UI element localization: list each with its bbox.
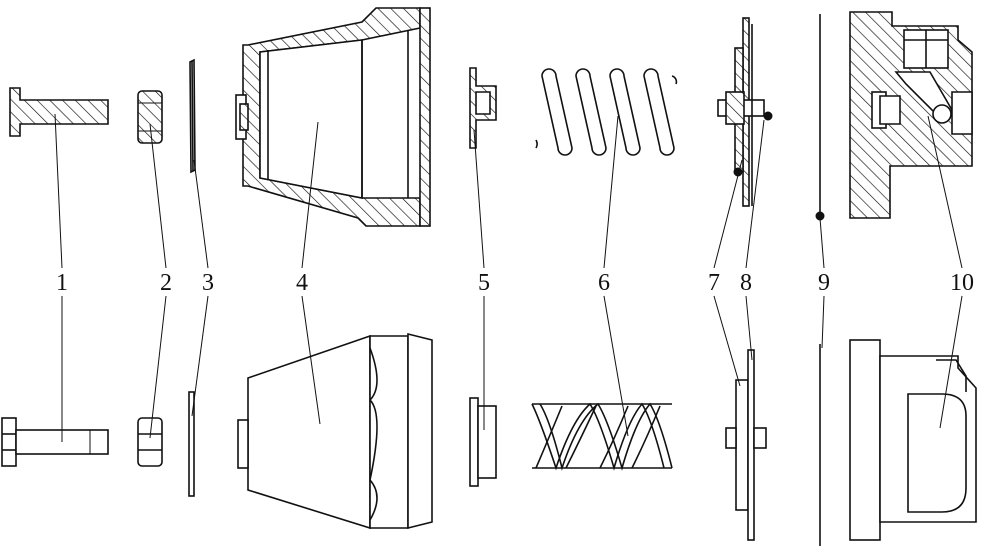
label-4: 4 xyxy=(296,270,308,296)
part-5-retainer-exterior xyxy=(469,397,497,487)
part-7-8-plate-exterior xyxy=(725,349,767,541)
label-5: 5 xyxy=(478,270,490,296)
part-6-spring-section xyxy=(535,68,678,156)
leader-lines xyxy=(54,113,963,442)
part-2-nut-exterior xyxy=(137,417,163,467)
part-9-gasket-section xyxy=(815,14,825,221)
part-4-housing-section xyxy=(235,7,431,227)
part-10-body-section xyxy=(849,11,973,219)
label-8: 8 xyxy=(740,270,752,296)
label-3: 3 xyxy=(202,270,214,296)
part-7-8-plate-section xyxy=(717,17,773,207)
label-1: 1 xyxy=(56,270,68,296)
part-4-housing-exterior xyxy=(237,332,433,530)
label-10: 10 xyxy=(950,270,974,296)
part-1-bolt-section xyxy=(9,87,109,137)
label-7: 7 xyxy=(708,270,720,296)
part-6-spring-exterior xyxy=(531,402,673,471)
part-3-washer-section xyxy=(189,58,196,174)
part-2-nut-section xyxy=(137,90,163,144)
part-3-washer-exterior xyxy=(188,391,195,497)
label-2: 2 xyxy=(160,270,172,296)
label-6: 6 xyxy=(598,270,610,296)
part-1-bolt-exterior xyxy=(1,417,109,467)
part-10-body-exterior xyxy=(849,339,977,541)
label-9: 9 xyxy=(818,270,830,296)
part-5-retainer-section xyxy=(469,67,497,149)
part-number-labels: 1 2 3 4 5 6 7 8 9 10 xyxy=(56,270,974,296)
